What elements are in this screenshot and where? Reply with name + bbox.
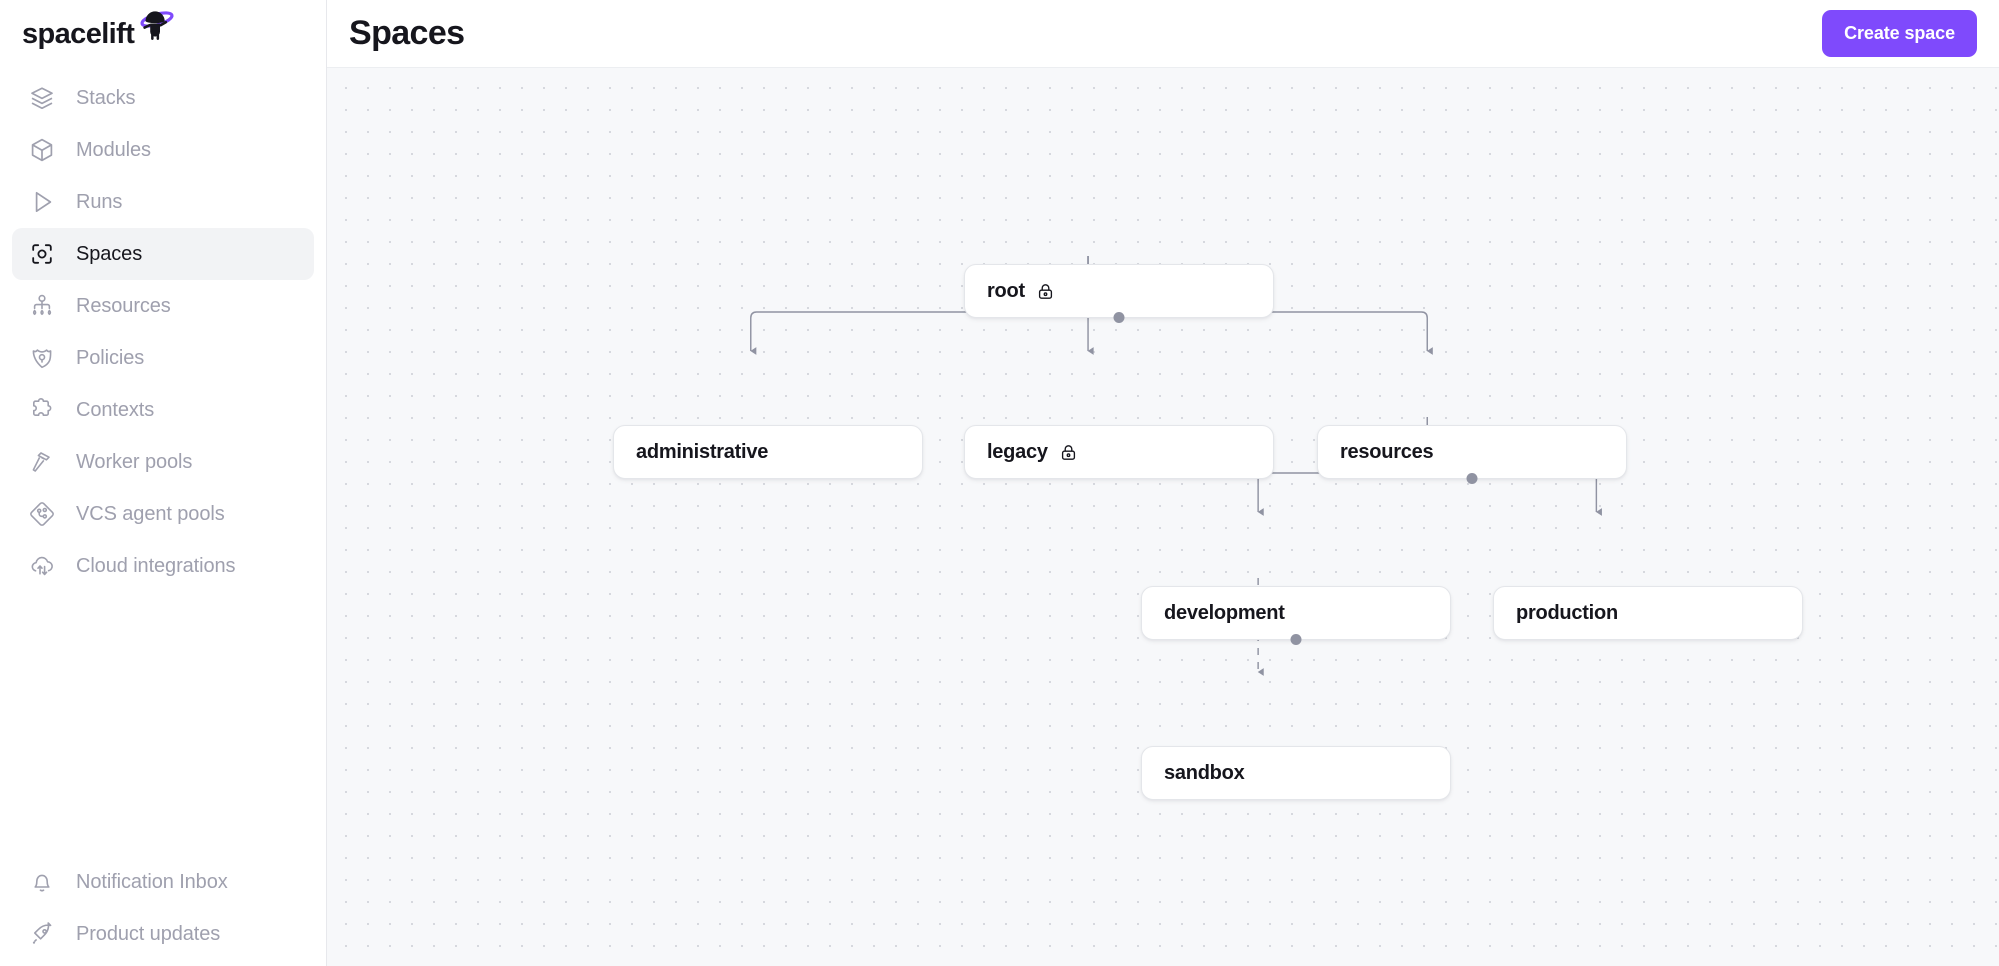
node-connection-handle[interactable] <box>1290 633 1302 645</box>
cube-icon <box>28 136 56 164</box>
space-node-label: resources <box>1340 440 1434 463</box>
page-title: Spaces <box>349 14 465 52</box>
play-triangle-icon <box>28 188 56 216</box>
sidebar-item-label: Cloud integrations <box>76 554 236 577</box>
sidebar-item-runs[interactable]: Runs <box>12 176 314 228</box>
top-bar: Spaces Create space <box>327 0 1999 68</box>
sidebar-item-label: Modules <box>76 138 151 161</box>
main-content: Spaces Create space <box>327 0 1999 966</box>
node-connection-handle[interactable] <box>1466 472 1478 484</box>
node-connection-handle[interactable] <box>1113 311 1125 323</box>
space-node-label: sandbox <box>1164 761 1245 784</box>
space-node-sandbox[interactable]: sandbox <box>1141 746 1451 800</box>
space-node-label: legacy <box>987 440 1048 463</box>
space-node-legacy[interactable]: legacy <box>964 425 1274 479</box>
sidebar-item-spaces[interactable]: Spaces <box>12 228 314 280</box>
sidebar-item-label: Runs <box>76 190 123 213</box>
sidebar-item-resources[interactable]: Resources <box>12 280 314 332</box>
puzzle-piece-icon <box>28 396 56 424</box>
space-node-root[interactable]: root <box>964 264 1274 323</box>
space-node-resources[interactable]: resources <box>1317 425 1627 484</box>
sidebar-item-stacks[interactable]: Stacks <box>12 72 314 124</box>
sidebar-nav: Stacks Modules Runs <box>0 72 326 592</box>
sidebar-item-label: Notification Inbox <box>76 870 228 893</box>
sidebar-item-label: Policies <box>76 346 145 369</box>
stacks-icon <box>28 84 56 112</box>
brand-name: spacelift <box>22 17 135 50</box>
sidebar-bottom-nav: Notification Inbox Product updates <box>0 856 326 966</box>
space-node-development[interactable]: development <box>1141 586 1451 645</box>
brand-logo[interactable]: spacelift <box>0 0 326 68</box>
space-node-label: administrative <box>636 440 769 463</box>
sidebar-item-label: Resources <box>76 294 171 317</box>
lock-icon <box>1059 443 1078 462</box>
focus-target-icon <box>28 240 56 268</box>
shield-eye-icon <box>28 344 56 372</box>
rocket-icon <box>28 920 56 948</box>
sidebar-item-label: Worker pools <box>76 450 193 473</box>
sidebar-item-label: VCS agent pools <box>76 502 225 525</box>
sidebar: spacelift <box>0 0 327 966</box>
sidebar-item-notification-inbox[interactable]: Notification Inbox <box>12 856 314 908</box>
space-node-label: root <box>987 279 1025 302</box>
sidebar-item-cloud-integrations[interactable]: Cloud integrations <box>12 540 314 592</box>
graph-edges <box>750 256 1602 676</box>
sidebar-item-policies[interactable]: Policies <box>12 332 314 384</box>
lock-icon <box>1036 282 1055 301</box>
space-node-label: production <box>1516 601 1618 624</box>
space-node-label: development <box>1164 601 1285 624</box>
sidebar-item-vcs-agent-pools[interactable]: VCS agent pools <box>12 488 314 540</box>
hierarchy-tree-icon <box>28 292 56 320</box>
sidebar-item-modules[interactable]: Modules <box>12 124 314 176</box>
sidebar-item-product-updates[interactable]: Product updates <box>12 908 314 960</box>
sidebar-item-contexts[interactable]: Contexts <box>12 384 314 436</box>
sidebar-item-label: Stacks <box>76 86 136 109</box>
spaces-graph-canvas[interactable]: root administrative legacy <box>327 68 1999 966</box>
hammer-icon <box>28 448 56 476</box>
sidebar-item-label: Product updates <box>76 922 221 945</box>
sidebar-item-label: Spaces <box>76 242 143 265</box>
diamond-branch-icon <box>28 500 56 528</box>
space-node-production[interactable]: production <box>1493 586 1803 640</box>
create-space-button[interactable]: Create space <box>1822 10 1977 57</box>
sidebar-item-worker-pools[interactable]: Worker pools <box>12 436 314 488</box>
spacelift-astronaut-logo-icon <box>131 10 177 49</box>
cloud-sync-icon <box>28 552 56 580</box>
space-node-administrative[interactable]: administrative <box>613 425 923 479</box>
sidebar-item-label: Contexts <box>76 398 155 421</box>
bell-icon <box>28 868 56 896</box>
